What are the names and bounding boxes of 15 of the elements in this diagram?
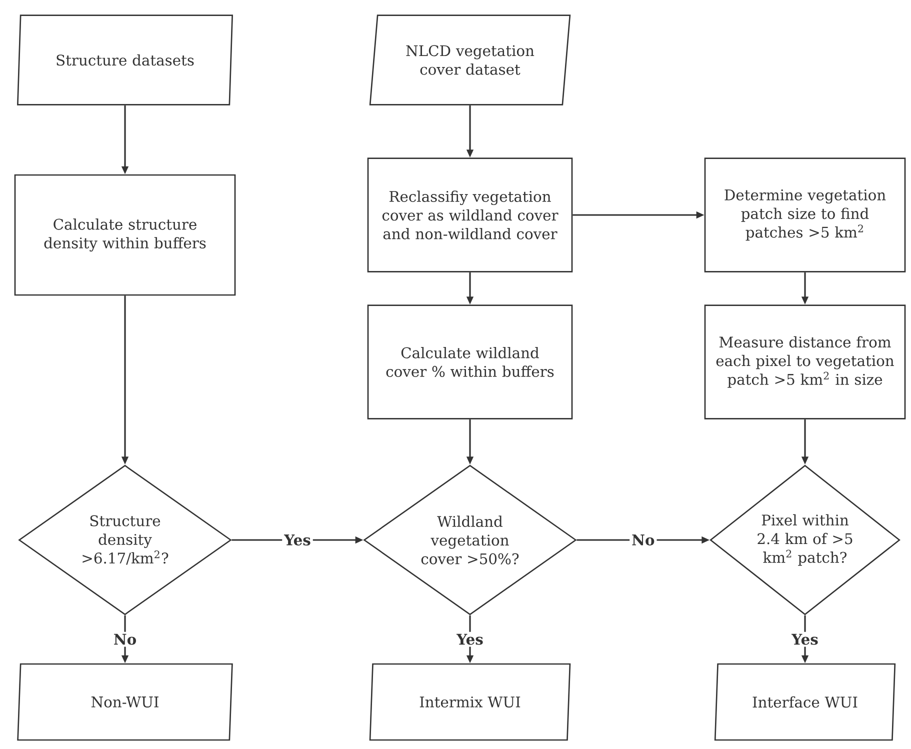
data-parallelogram: Structure datasets <box>17 14 233 106</box>
data-parallelogram: NLCD vegetation cover dataset <box>369 14 571 106</box>
process-box: Measure distance from each pixel to vegetation patch >5 km$^{2}$ in size <box>704 304 906 420</box>
data-parallelogram: Interface WUI <box>714 663 896 741</box>
edge-label: Yes <box>454 632 486 647</box>
process-box: Determine vegetation patch size to find patches >5 km$^{2}$ <box>704 158 906 272</box>
edge-label: No <box>630 532 657 548</box>
process-box: Calculate structure density within buffers <box>14 174 236 296</box>
data-parallelogram: Intermix WUI <box>369 663 571 741</box>
data-parallelogram: Non-WUI <box>17 663 233 741</box>
edge-label: No <box>111 632 139 647</box>
edge-label: Yes <box>790 632 820 647</box>
process-box: Reclassifiy vegetation cover as wildland cover and non-wildland cover <box>367 158 573 272</box>
process-box: Calculate wildland cover % within buffers <box>367 304 573 420</box>
edge-label: Yes <box>282 532 313 548</box>
